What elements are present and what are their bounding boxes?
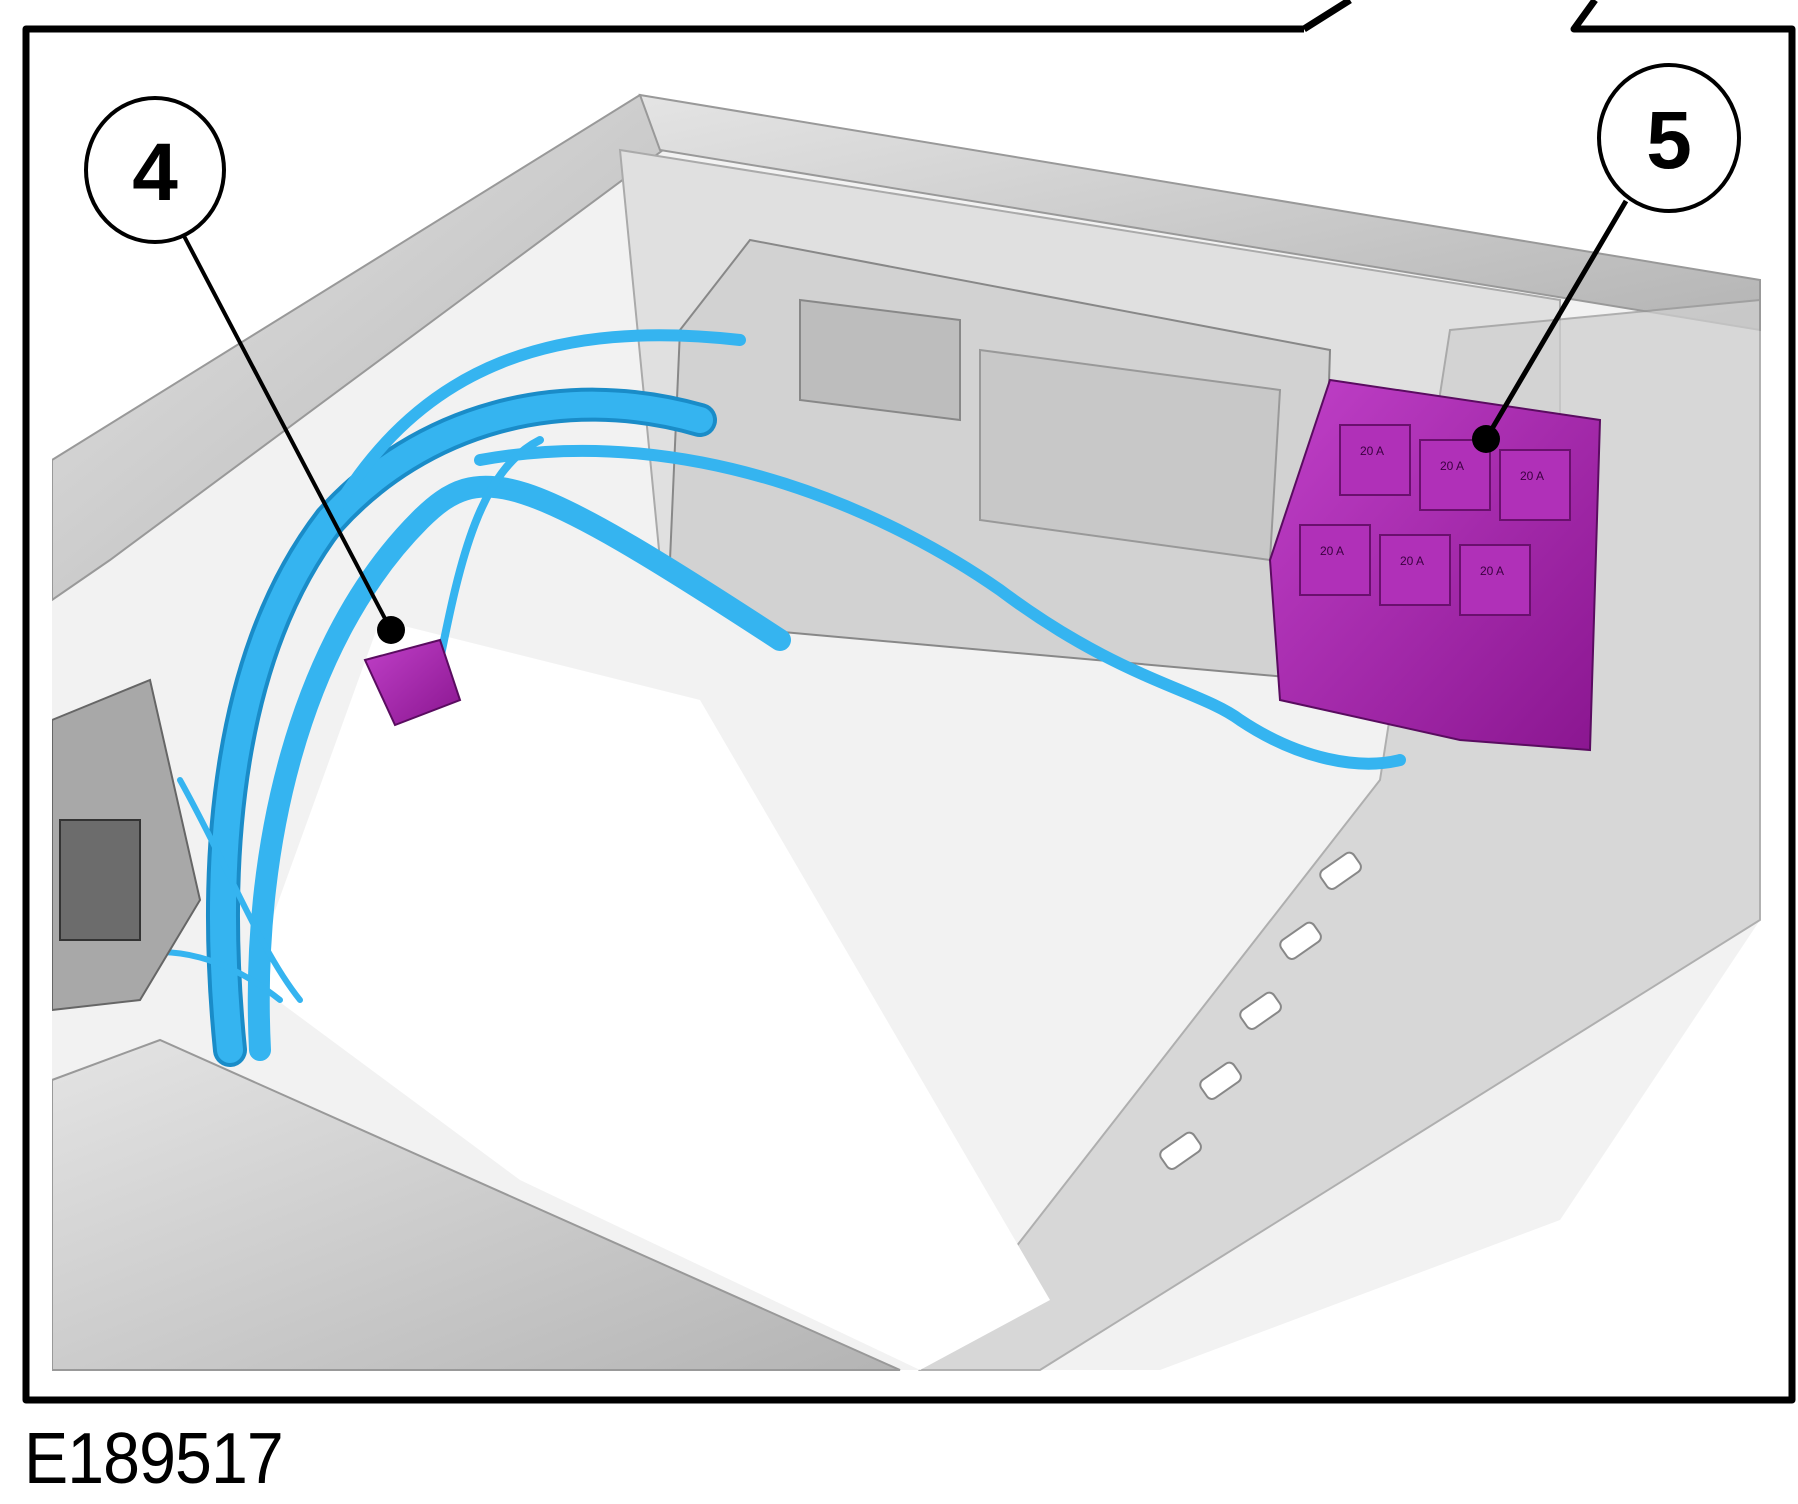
callout-number: 5 [1646,95,1692,186]
fuse-label: 20 A [1400,554,1424,568]
figure-id-label: E189517 [24,1419,284,1499]
fuse-relay-box: 20 A 20 A 20 A 20 A 20 A 20 A [1268,378,1602,752]
connector [363,638,462,727]
wiring-harness [117,329,1406,1067]
left-bracket [51,678,202,1012]
fuse-label: 20 A [1440,459,1464,473]
control-module [668,238,1332,682]
fuse-label: 20 A [1320,544,1344,558]
callout-number: 4 [132,127,178,218]
callout-4: 4 [84,96,405,644]
fuse-label: 20 A [1360,444,1384,458]
figure-frame [22,0,1796,1404]
callout-5: 5 [1472,63,1741,453]
fuse-label: 20 A [1520,469,1544,483]
fuse-label: 20 A [1480,564,1504,578]
